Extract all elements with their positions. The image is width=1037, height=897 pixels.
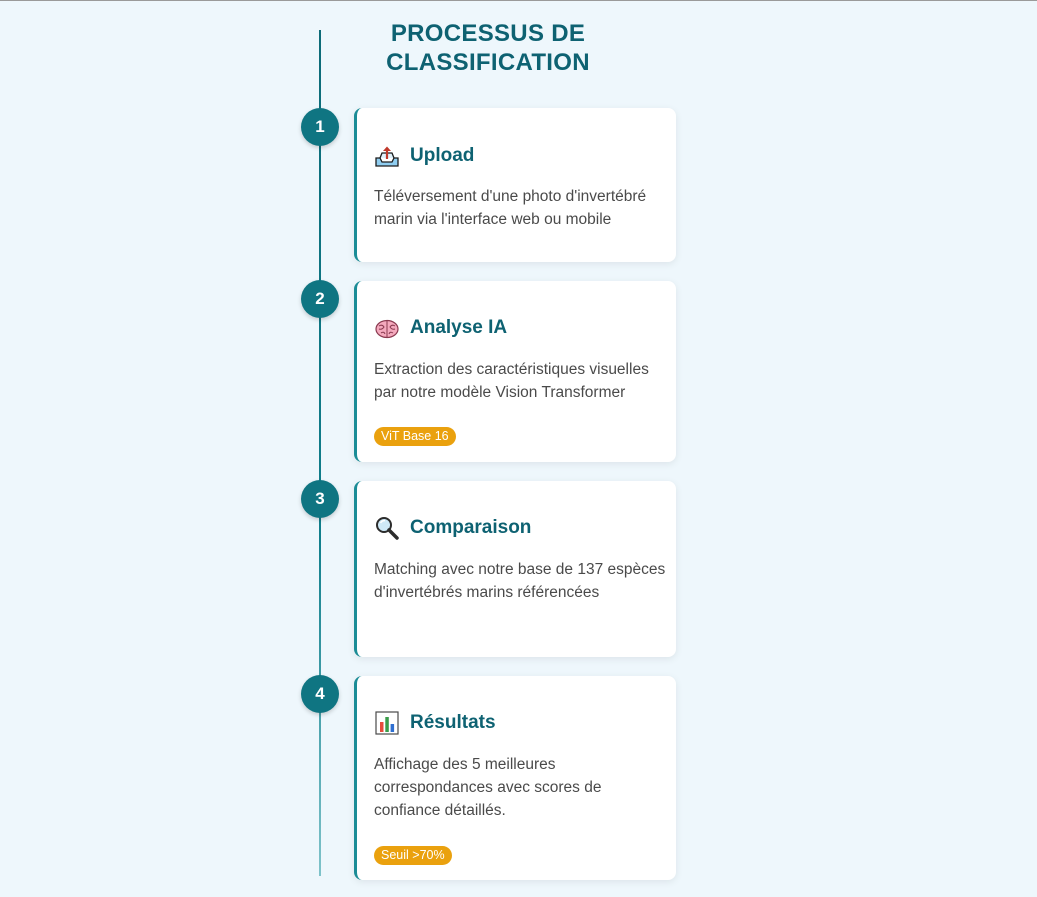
step-card-comparaison: Comparaison Matching avec notre base de …	[354, 481, 676, 657]
brain-icon	[374, 315, 400, 341]
timeline-line	[319, 30, 321, 876]
step-title-upload: Upload	[410, 145, 475, 166]
step-description-comparaison: Matching avec notre base de 137 espèces …	[374, 561, 666, 601]
step-title-analyse: Analyse IA	[410, 317, 508, 338]
step-description-upload: Téléversement d'une photo d'invertébré m…	[374, 188, 647, 228]
step-card-resultats: Résultats Affichage des 5 meilleures cor…	[354, 676, 676, 880]
bar-chart-icon	[374, 710, 400, 736]
step-title-comparaison: Comparaison	[410, 517, 532, 538]
step-number-2: 2	[301, 280, 339, 318]
model-badge: ViT Base 16	[374, 427, 456, 446]
magnifying-glass-icon	[374, 515, 400, 541]
step-card-upload: Upload Téléversement d'une photo d'inver…	[354, 108, 676, 262]
page-title: PROCESSUS DE CLASSIFICATION	[322, 19, 654, 77]
step-description-resultats: Affichage des 5 meilleures correspondanc…	[374, 756, 602, 819]
step-number-1: 1	[301, 108, 339, 146]
step-card-analyse: Analyse IA Extraction des caractéristiqu…	[354, 281, 676, 462]
upload-tray-icon	[374, 143, 400, 169]
step-number-4: 4	[301, 675, 339, 713]
page-title-line2: CLASSIFICATION	[386, 49, 590, 76]
threshold-badge: Seuil >70%	[374, 846, 452, 865]
step-number-3: 3	[301, 480, 339, 518]
page-title-line1: PROCESSUS DE	[390, 20, 586, 47]
step-description-analyse: Extraction des caractéristiques visuelle…	[374, 361, 649, 401]
step-title-resultats: Résultats	[410, 712, 496, 733]
